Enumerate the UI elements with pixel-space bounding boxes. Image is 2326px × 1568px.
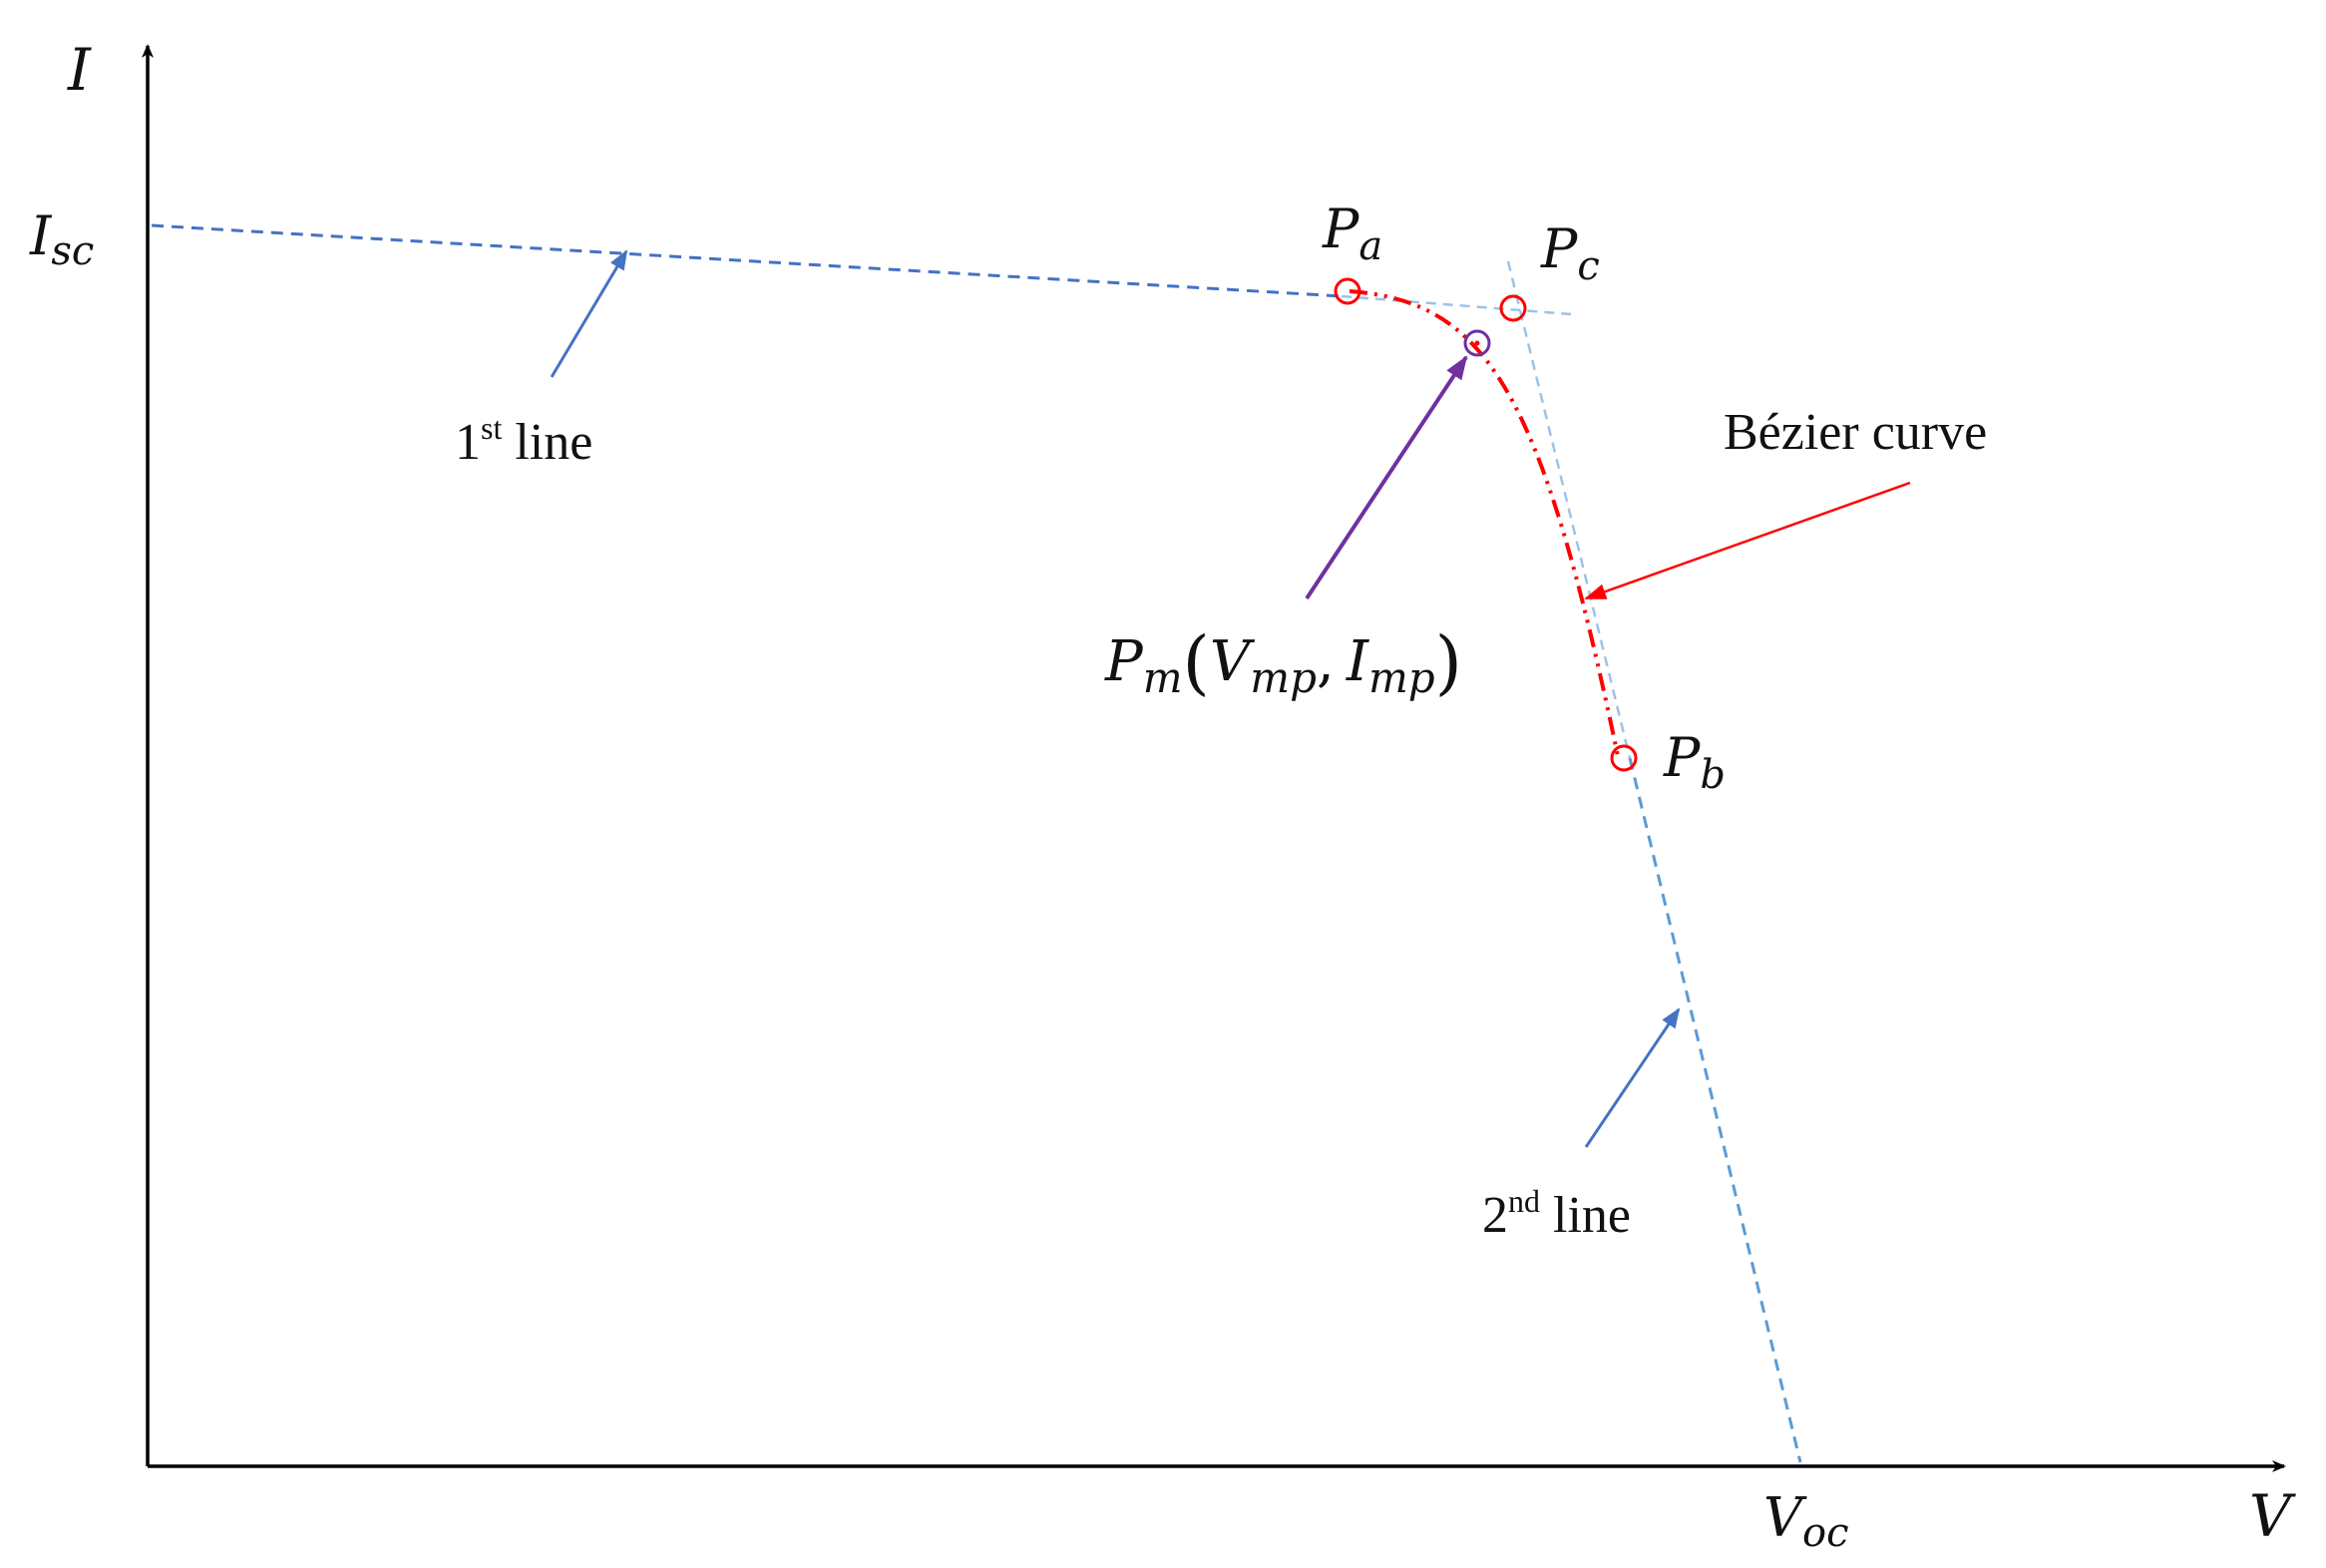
bezier-curve-label: Bézier curve — [1724, 404, 1987, 461]
pm-v-main: V — [1210, 629, 1256, 694]
point-pc-marker — [1499, 294, 1527, 322]
pm-v-sub: mp — [1250, 653, 1317, 702]
pm-arrow — [1305, 355, 1468, 600]
pm-main: P — [1104, 629, 1144, 694]
pm-i-sub: mp — [1368, 653, 1435, 702]
isc-sub: sc — [51, 228, 94, 274]
first-line-label: 1st line — [455, 410, 592, 471]
pa-main: P — [1322, 197, 1360, 260]
pb-sub: b — [1700, 752, 1726, 798]
isc-label: Isc — [29, 204, 94, 274]
pc-label: Pc — [1540, 217, 1600, 289]
first-line-num: 1 — [455, 414, 481, 471]
first-line-sup: st — [481, 410, 502, 446]
first-line-text: line — [502, 414, 592, 471]
voc-main: V — [1763, 1486, 1807, 1549]
second-line-text: line — [1540, 1187, 1631, 1244]
second-line-num: 2 — [1482, 1187, 1508, 1244]
pc-sub: c — [1577, 243, 1599, 289]
voc-label: Voc — [1763, 1486, 1848, 1556]
pm-comma: , — [1317, 629, 1335, 694]
pm-i-main: I — [1346, 629, 1370, 694]
bezier-curve-arrow — [1584, 481, 1911, 600]
pb-label: Pb — [1663, 726, 1726, 798]
pc-main: P — [1540, 217, 1579, 280]
second-line-arrow — [1584, 1007, 1681, 1148]
second-line-sup: nd — [1508, 1183, 1540, 1219]
voc-sub: oc — [1802, 1510, 1848, 1556]
pa-label: Pa — [1322, 197, 1382, 269]
point-pa-marker — [1334, 277, 1361, 305]
first-line-arrow — [550, 249, 628, 378]
point-pm-marker — [1463, 329, 1491, 357]
pm-open-paren: ( — [1183, 621, 1210, 703]
y-axis-label: I — [67, 36, 92, 104]
pm-close-paren: ) — [1435, 621, 1462, 703]
point-pm-center — [1474, 340, 1480, 346]
first-line — [151, 223, 1343, 298]
second-line-label: 2nd line — [1482, 1183, 1631, 1244]
pm-label: Pm(Vmp,Imp) — [1104, 621, 1462, 703]
second-line — [1628, 757, 1802, 1463]
second-line-upper — [1506, 260, 1632, 759]
pm-sub: m — [1143, 653, 1183, 702]
pa-sub: a — [1358, 223, 1382, 269]
x-axis-label: V — [2249, 1482, 2296, 1550]
isc-main: I — [29, 204, 53, 267]
point-pb-marker — [1610, 744, 1638, 772]
pb-main: P — [1663, 726, 1702, 789]
first-line-extension — [1341, 294, 1572, 316]
bezier-curve — [1349, 289, 1620, 757]
